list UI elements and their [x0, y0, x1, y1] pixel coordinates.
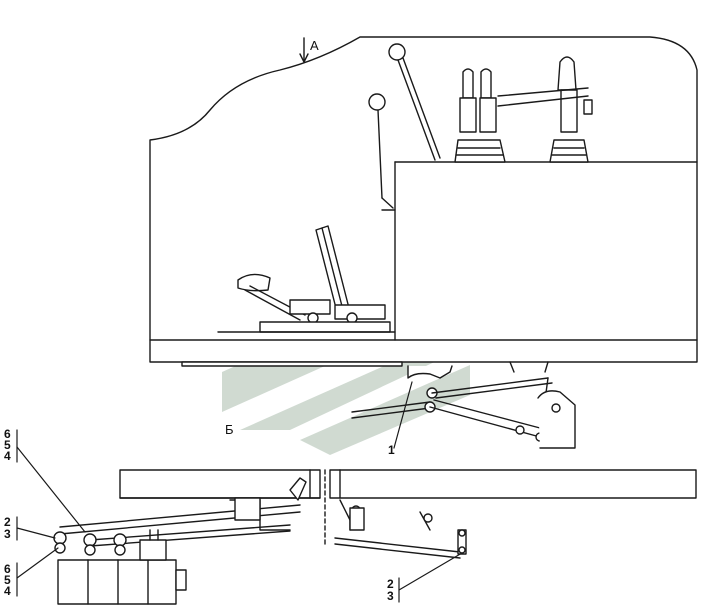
view-arrow-a — [299, 37, 309, 63]
lower-view-frame-right — [329, 469, 697, 499]
callout-right-2: 2 — [387, 577, 394, 591]
callout-upper-4: 4 — [4, 449, 11, 463]
callout-1: 1 — [388, 443, 395, 457]
callout-left-3: 3 — [4, 527, 11, 541]
callout-lower-4: 4 — [4, 584, 11, 598]
callout-upper-5: 5 — [4, 438, 11, 452]
lever-knob-left — [368, 93, 394, 209]
foot-pedal-left — [237, 273, 331, 324]
leader-lines — [16, 381, 463, 603]
callout-left-2: 2 — [4, 515, 11, 529]
valve-block — [53, 529, 187, 605]
leader-23-left — [16, 527, 56, 539]
joystick-single — [497, 56, 593, 163]
callout-upper-6: 6 — [4, 427, 11, 441]
leader-23-right — [398, 552, 463, 591]
callout-lower-6: 6 — [4, 562, 11, 576]
callout-right-3: 3 — [387, 589, 394, 603]
cab-outline — [149, 36, 698, 367]
leader-654-upper — [16, 446, 86, 533]
lower-view-linkage — [59, 477, 467, 559]
joystick-pair — [454, 68, 506, 163]
callout-lower-5: 5 — [4, 573, 11, 587]
lever-knob-right — [388, 43, 441, 161]
leader-654-lower — [16, 547, 59, 579]
underfloor-linkage — [351, 361, 576, 449]
pedal-base-plate — [217, 321, 396, 333]
foot-pedal-right — [315, 225, 386, 324]
leader-1 — [393, 381, 413, 449]
lower-view-frame-left — [119, 469, 321, 499]
view-b-label: Б — [225, 422, 234, 437]
view-arrow-label: А — [310, 38, 319, 53]
